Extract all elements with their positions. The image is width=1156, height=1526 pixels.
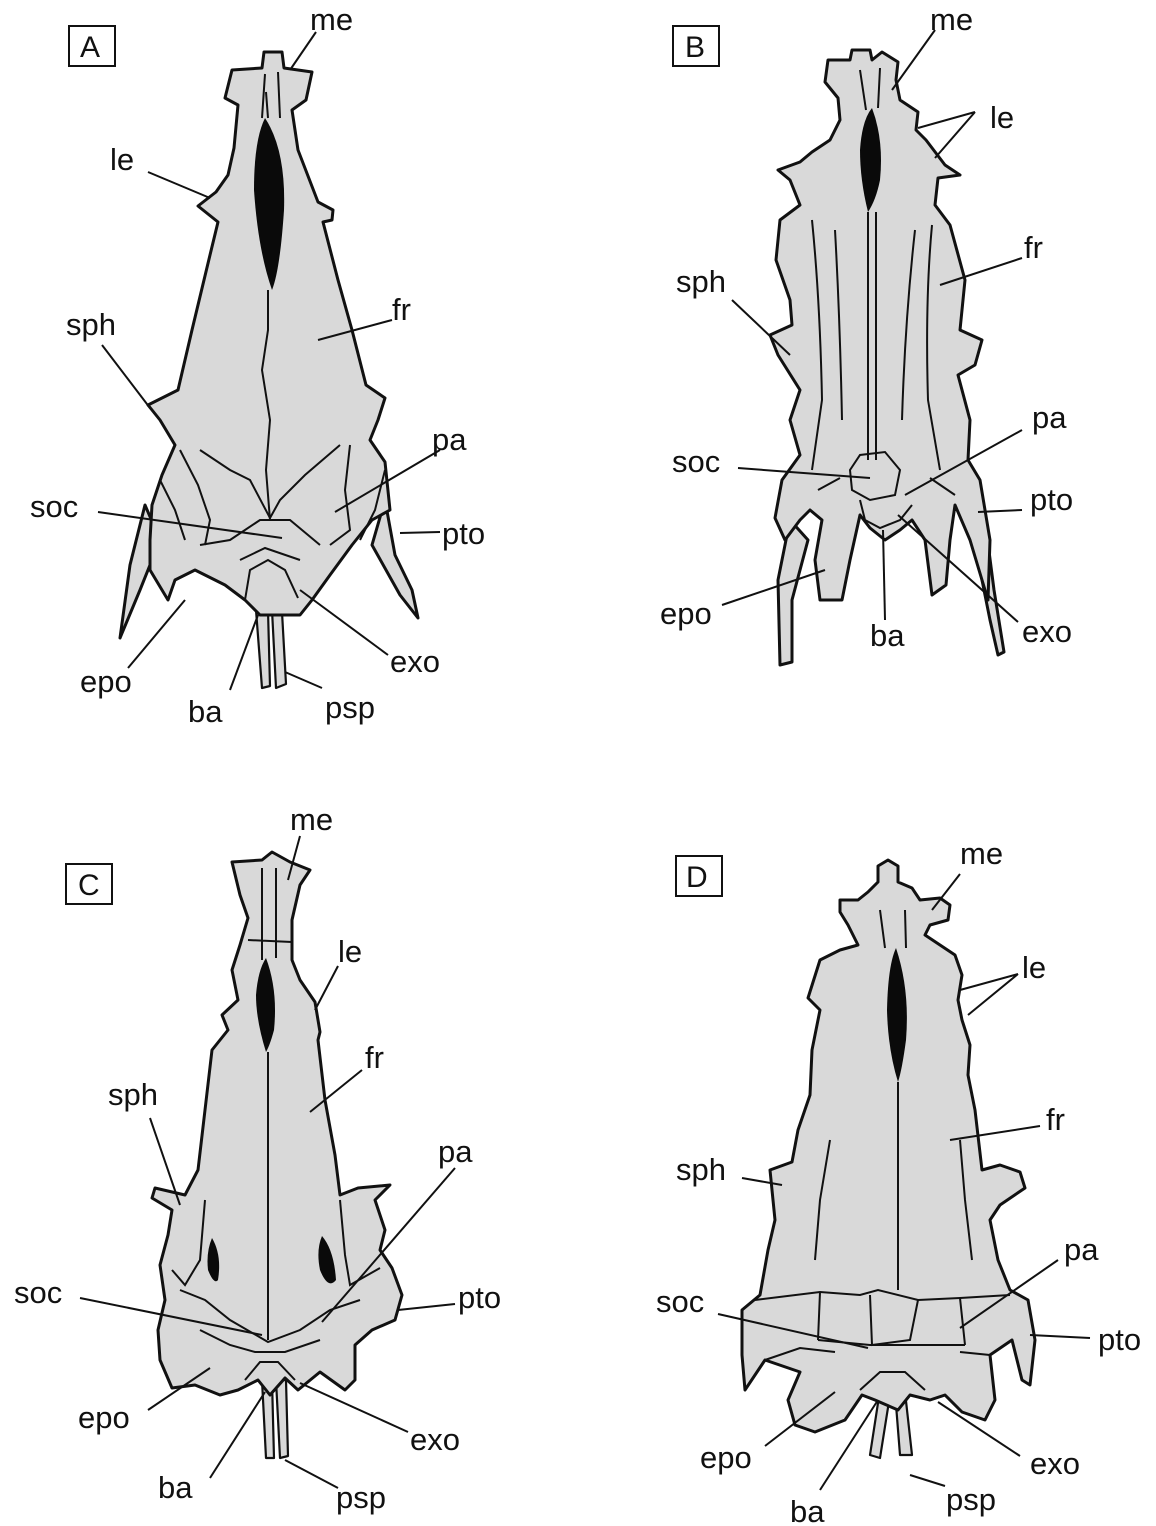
- panel-b: B me le fr sph: [660, 2, 1073, 665]
- panel-a-letter: A: [80, 31, 100, 64]
- panel-a-psp-right: [272, 610, 286, 688]
- panel-a-leader-psp: [285, 672, 322, 688]
- panel-d-cranium: [742, 860, 1035, 1432]
- panel-d-label-pa: pa: [1064, 1232, 1099, 1267]
- panel-d-label-psp: psp: [946, 1482, 996, 1517]
- panel-a-leader-sph: [102, 345, 150, 408]
- panel-a-label-psp: psp: [325, 690, 375, 725]
- panel-a-label-soc: soc: [30, 489, 78, 524]
- panel-a-label-me: me: [310, 2, 353, 37]
- panel-d: D me le: [656, 836, 1141, 1526]
- panel-b-leader-sph: [732, 300, 790, 355]
- panel-a-leader-exo: [300, 590, 388, 655]
- panel-d-label-ba: ba: [790, 1494, 825, 1526]
- panel-c-skull: [152, 852, 402, 1458]
- panel-a-psp-left: [256, 610, 270, 688]
- panel-b-label-epo: epo: [660, 596, 712, 631]
- panel-b-label-pa: pa: [1032, 400, 1067, 435]
- panel-d-label-pto: pto: [1098, 1322, 1141, 1357]
- panel-d-leader-le: [960, 974, 1018, 1015]
- panel-b-leader-exo: [898, 515, 1018, 622]
- panel-a-label-exo: exo: [390, 644, 440, 679]
- panel-a-leader-ba: [230, 615, 258, 690]
- panel-b-label-fr: fr: [1024, 230, 1043, 265]
- panel-c: C me le: [14, 802, 501, 1515]
- panel-c-label-le: le: [338, 934, 362, 969]
- panel-b-label-le: le: [990, 100, 1014, 135]
- panel-d-label-sph: sph: [676, 1152, 726, 1187]
- panel-c-label-pto: pto: [458, 1280, 501, 1315]
- panel-a-skull: [120, 52, 418, 688]
- panel-d-label-fr: fr: [1046, 1102, 1065, 1137]
- panel-d-label-le: le: [1022, 950, 1046, 985]
- panel-a-label-ba: ba: [188, 694, 223, 729]
- panel-c-leader-pto: [398, 1304, 455, 1310]
- panel-c-label-pa: pa: [438, 1134, 473, 1169]
- panel-a-label-fr: fr: [392, 292, 411, 327]
- panel-c-leader-ba: [210, 1392, 265, 1478]
- panel-c-leader-le: [315, 966, 338, 1010]
- panel-b-pterotic-left: [778, 520, 808, 665]
- panel-c-leader-exo: [300, 1383, 408, 1432]
- panel-d-leader-psp: [910, 1475, 945, 1486]
- panel-b-leader-me: [892, 30, 935, 90]
- panel-b-leader-epo: [722, 570, 825, 605]
- panel-b-label-exo: exo: [1022, 614, 1072, 649]
- panel-c-leader-psp: [285, 1460, 338, 1488]
- panel-b-label-sph: sph: [676, 264, 726, 299]
- panel-b-label-pto: pto: [1030, 482, 1073, 517]
- panel-d-skull: [742, 860, 1035, 1458]
- panel-b-label-ba: ba: [870, 618, 905, 653]
- panel-d-label-exo: exo: [1030, 1446, 1080, 1481]
- panel-a-leader-pto: [400, 532, 440, 533]
- panel-c-label-epo: epo: [78, 1400, 130, 1435]
- panel-a: A: [30, 2, 485, 729]
- panel-b-leader-ba: [883, 530, 885, 620]
- panel-c-label-psp: psp: [336, 1480, 386, 1515]
- panel-c-label-exo: exo: [410, 1422, 460, 1457]
- panel-c-letter: C: [78, 869, 100, 902]
- panel-b-skull: [770, 50, 1004, 665]
- panel-c-label-me: me: [290, 802, 333, 837]
- panel-c-label-fr: fr: [365, 1040, 384, 1075]
- panel-c-psp-right: [276, 1380, 288, 1458]
- panel-a-label-pto: pto: [442, 516, 485, 551]
- panel-b-letter: B: [685, 31, 705, 64]
- panel-a-label-epo: epo: [80, 664, 132, 699]
- panel-c-label-sph: sph: [108, 1077, 158, 1112]
- panel-a-label-sph: sph: [66, 307, 116, 342]
- panel-d-leader-pto: [1030, 1335, 1090, 1338]
- panel-c-label-soc: soc: [14, 1275, 62, 1310]
- panel-a-label-pa: pa: [432, 422, 467, 457]
- panel-b-label-soc: soc: [672, 444, 720, 479]
- panel-c-label-ba: ba: [158, 1470, 193, 1505]
- panel-a-leader-me: [290, 32, 316, 70]
- panel-d-letter: D: [686, 861, 708, 894]
- panel-b-label-me: me: [930, 2, 973, 37]
- panel-d-label-soc: soc: [656, 1284, 704, 1319]
- panel-a-label-le: le: [110, 142, 134, 177]
- panel-a-leader-epo: [128, 600, 185, 668]
- panel-d-label-epo: epo: [700, 1440, 752, 1475]
- panel-a-leader-le: [148, 172, 210, 198]
- panel-d-label-me: me: [960, 836, 1003, 871]
